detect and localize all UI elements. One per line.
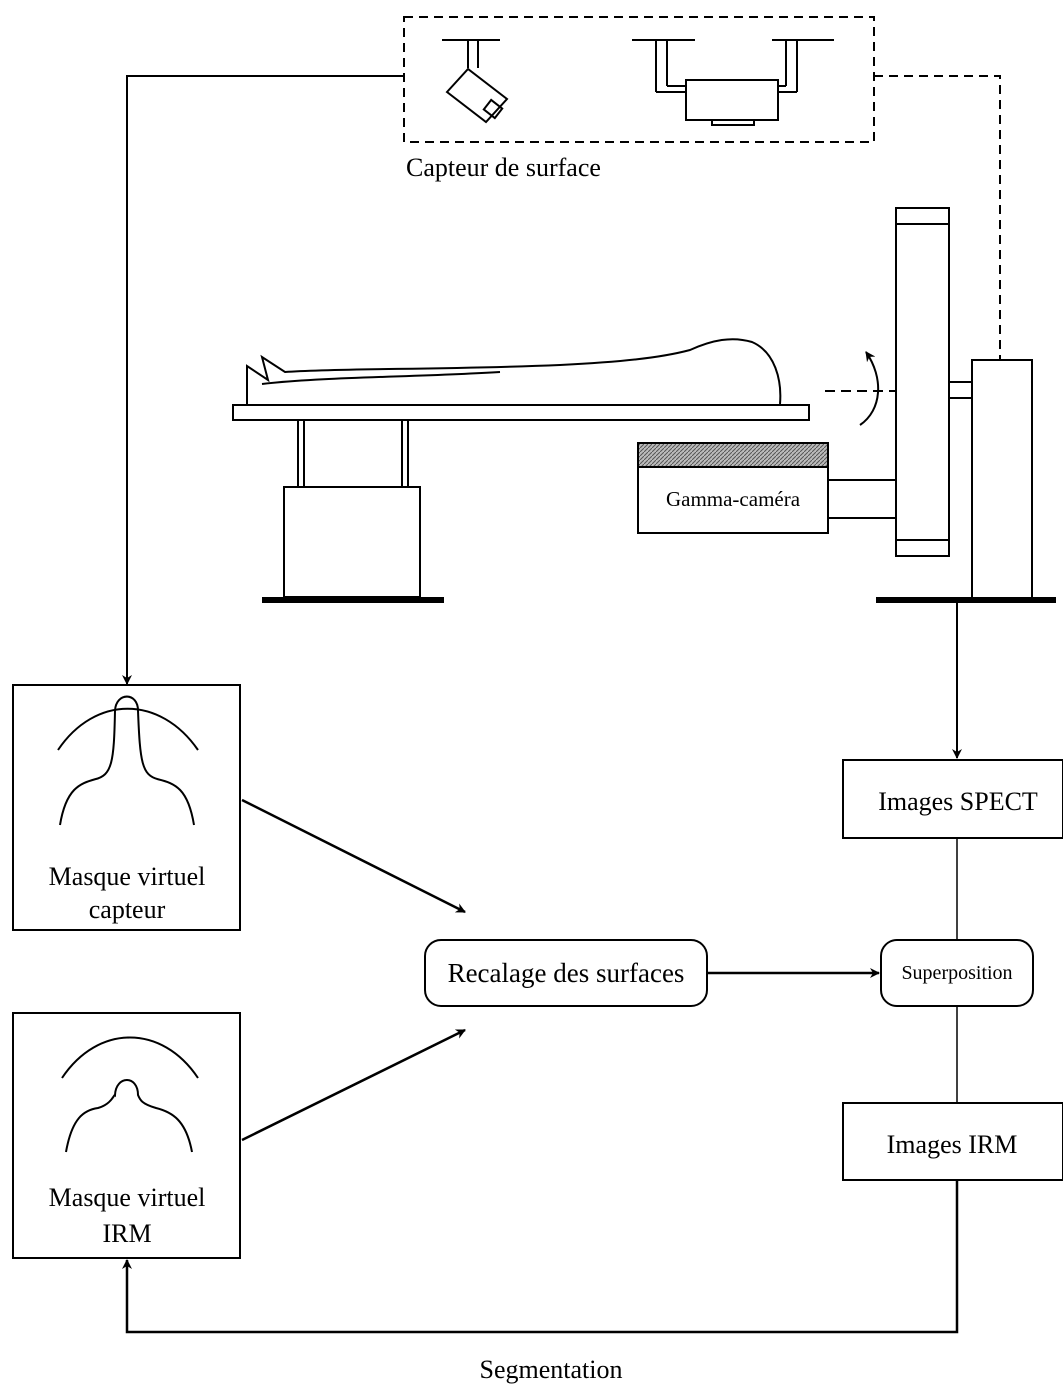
gamma-camera-head	[637, 466, 829, 534]
surface-sensor-label: Capteur de surface	[406, 153, 601, 182]
surface-registration-label: Recalage des surfaces	[448, 958, 685, 988]
mask-mri-head-curve	[61, 1036, 199, 1079]
gantry-stand	[971, 359, 1033, 601]
mask-mri-label-line1: Masque virtuel	[49, 1183, 206, 1212]
tilted-sensor-icon	[442, 39, 509, 124]
gamma-camera-collimator	[637, 442, 829, 468]
scanner-icon	[632, 39, 834, 126]
surface-sensor-group: Capteur de surface	[403, 16, 875, 182]
sensor-to-mask-arrow	[122, 75, 404, 685]
mask-mri-label-line2: IRM	[102, 1219, 151, 1248]
mask-sensor-head-curve	[57, 707, 199, 751]
patient-table-base	[283, 486, 421, 598]
gamma-camera-group: Gamma-caméra	[637, 207, 1056, 603]
mask-mri-shoulders-curve	[65, 1079, 193, 1153]
mask-mri-box: Masque virtuel IRM	[12, 1012, 241, 1259]
patient-leg-line	[261, 371, 501, 385]
mask-sensor-to-registration-arrow	[241, 798, 466, 914]
surface-registration-box: Recalage des surfaces	[424, 939, 708, 1007]
mask-sensor-label-line1: Masque virtuel	[49, 862, 206, 891]
images-spect-box: Images SPECT	[842, 759, 1063, 839]
sensor-to-gantry-dashed-line	[874, 75, 1001, 360]
patient-table-group	[232, 338, 810, 603]
mask-sensor-label-line2: capteur	[89, 895, 166, 924]
mask-sensor-box: Masque virtuel capteur	[12, 684, 241, 931]
mask-mri-to-registration-arrow	[241, 1028, 466, 1142]
images-mri-label: Images IRM	[887, 1130, 1018, 1159]
segmentation-label: Segmentation	[480, 1355, 623, 1384]
superposition-label: Superposition	[901, 962, 1012, 984]
mask-sensor-shoulders-curve	[59, 695, 195, 826]
segmentation-arrow	[122, 1180, 959, 1334]
gamma-camera-label: Gamma-caméra	[666, 487, 801, 511]
images-mri-box: Images IRM	[842, 1102, 1063, 1181]
superposition-box: Superposition	[880, 939, 1034, 1007]
patient-body	[246, 338, 782, 405]
patient-table-top	[232, 404, 810, 421]
rotation-arrow	[859, 351, 880, 426]
gantry-ring	[895, 207, 950, 557]
surface-sensor-frame	[403, 16, 875, 143]
images-spect-label: Images SPECT	[878, 787, 1038, 816]
